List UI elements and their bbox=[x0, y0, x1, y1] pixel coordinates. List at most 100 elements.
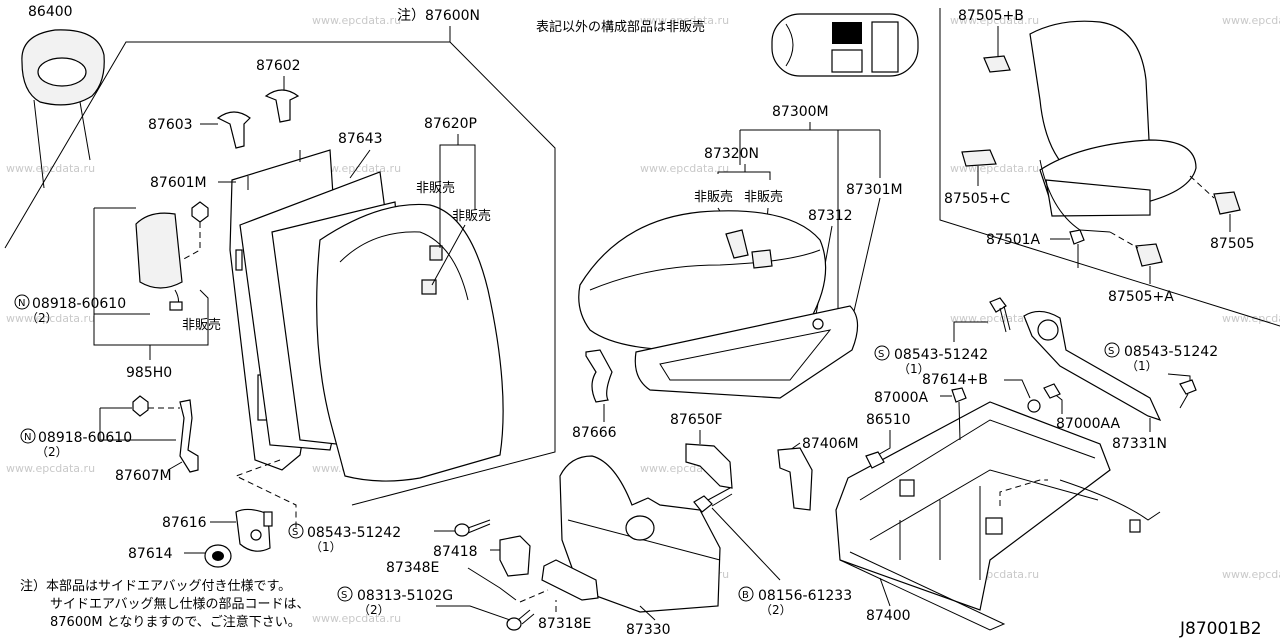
part-label-87666: 87666 bbox=[572, 425, 617, 441]
quantity: （2） bbox=[36, 445, 68, 459]
header-note: 表記以外の構成部品は非販売 bbox=[536, 19, 705, 35]
screw-thread bbox=[1179, 393, 1189, 409]
finisher-87505 bbox=[1213, 191, 1241, 215]
part-label-08156-61233: 08156-61233 bbox=[758, 588, 852, 604]
cover-tab bbox=[263, 511, 273, 527]
part-label-86510: 86510 bbox=[866, 412, 911, 428]
rail bbox=[839, 551, 1006, 631]
nut bbox=[132, 395, 149, 417]
part-label-87320N: 87320N bbox=[704, 146, 759, 162]
watermark: www.epcdata.ru bbox=[6, 312, 95, 325]
part-label-87600N: 注）87600N bbox=[397, 8, 480, 24]
footnote-line: 87600M となりますので、ご注意下さい。 bbox=[50, 614, 301, 630]
nut bbox=[191, 201, 209, 223]
part-label-87505: 87505 bbox=[1210, 236, 1255, 252]
leader bbox=[349, 149, 371, 179]
part-label-08313-5102G: 08313-5102G bbox=[357, 588, 453, 604]
clip bbox=[751, 249, 773, 269]
screw-head bbox=[454, 523, 470, 537]
screw-thread bbox=[999, 305, 1011, 333]
screw-head bbox=[506, 617, 522, 631]
mark-s-circle bbox=[874, 345, 890, 361]
watermark: www.epcdata.ru bbox=[950, 14, 1039, 27]
airbag-connector bbox=[169, 301, 183, 311]
cushion-frame bbox=[634, 305, 859, 399]
part-label-87000AA: 87000AA bbox=[1056, 416, 1121, 432]
bracket-87607M bbox=[179, 399, 199, 473]
part-label-87312: 87312 bbox=[808, 208, 853, 224]
bracket-87666 bbox=[585, 349, 613, 403]
pin-shape bbox=[264, 89, 300, 123]
rear-seat-outline bbox=[871, 21, 899, 73]
mark-n: N bbox=[18, 298, 25, 309]
watermark: www.epcdata.ru bbox=[6, 462, 95, 475]
bracket-87650F bbox=[685, 443, 733, 489]
quantity: （2） bbox=[26, 311, 58, 325]
watermark: www.epcdata.ru bbox=[640, 162, 729, 175]
finisher-87505C bbox=[961, 149, 997, 167]
bracket bbox=[93, 208, 209, 346]
knob-87418 bbox=[499, 535, 531, 577]
dashed-leader bbox=[181, 222, 201, 261]
part-label-87000A: 87000A bbox=[874, 390, 929, 406]
not-for-sale: 非販売 bbox=[744, 189, 783, 205]
part-label-87620P: 87620P bbox=[424, 116, 477, 132]
leader bbox=[875, 430, 891, 457]
leader bbox=[711, 507, 781, 581]
part-label-87300M: 87300M bbox=[772, 104, 829, 120]
quantity: （2） bbox=[358, 603, 390, 617]
seat-adjuster-87400 bbox=[835, 401, 1111, 611]
part-label-08918-60610: 08918-60610 bbox=[38, 430, 132, 446]
watermark: www.epcdata.ru bbox=[1222, 568, 1280, 581]
bolt bbox=[693, 487, 733, 513]
grommet bbox=[1027, 399, 1041, 413]
part-label-87650F: 87650F bbox=[670, 412, 723, 428]
cable-end bbox=[1129, 519, 1141, 533]
leader bbox=[436, 605, 511, 621]
mark-s: S bbox=[292, 527, 298, 538]
leader bbox=[467, 567, 517, 601]
bolt-head bbox=[1069, 229, 1085, 245]
frame-bolt bbox=[812, 318, 824, 330]
part-label-87616: 87616 bbox=[162, 515, 207, 531]
watermark: www.epcdata.ru bbox=[640, 14, 729, 27]
part-label-86400: 86400 bbox=[28, 4, 73, 20]
not-for-sale: 非販売 bbox=[416, 180, 455, 196]
cushion-seam bbox=[589, 249, 821, 291]
bolt-thread bbox=[707, 487, 733, 507]
mark-n-circle bbox=[14, 294, 30, 310]
drawing-code: J87001B2 bbox=[1179, 619, 1262, 639]
dashed-leader bbox=[519, 589, 557, 612]
frame-inner bbox=[659, 329, 832, 381]
dashed-leader bbox=[1189, 175, 1215, 199]
cable bbox=[1059, 479, 1161, 521]
bracket-87331N bbox=[1023, 310, 1162, 422]
mark-s-circle bbox=[337, 586, 353, 602]
adjuster-structure bbox=[859, 419, 1099, 580]
leader bbox=[639, 605, 656, 621]
adjuster-bracket bbox=[985, 517, 1003, 535]
bracket bbox=[439, 134, 476, 155]
mark-b-circle bbox=[738, 586, 754, 602]
headrest-86400: 86400 bbox=[21, 4, 105, 189]
dashed-leader bbox=[234, 459, 297, 528]
leader bbox=[953, 321, 988, 342]
quantity: （2） bbox=[760, 603, 792, 617]
leader bbox=[167, 461, 183, 471]
part-label-08543-51242: 08543-51242 bbox=[307, 525, 401, 541]
mark-s: S bbox=[341, 590, 347, 601]
pin-87602 bbox=[264, 89, 300, 123]
leader bbox=[879, 577, 891, 607]
seat-cushion-pad bbox=[578, 210, 827, 351]
inset-side-cover bbox=[1045, 179, 1151, 217]
part-label-08543-51242: 08543-51242 bbox=[1124, 344, 1218, 360]
pin-shape bbox=[216, 111, 251, 149]
part-label-87330: 87330 bbox=[626, 622, 671, 638]
screw-head bbox=[989, 297, 1007, 313]
screw-thread bbox=[517, 609, 535, 625]
bolt-head bbox=[693, 495, 713, 513]
part-label-87501A: 87501A bbox=[986, 232, 1041, 248]
bracket-ring bbox=[1037, 319, 1059, 341]
pin-87603 bbox=[216, 111, 251, 149]
